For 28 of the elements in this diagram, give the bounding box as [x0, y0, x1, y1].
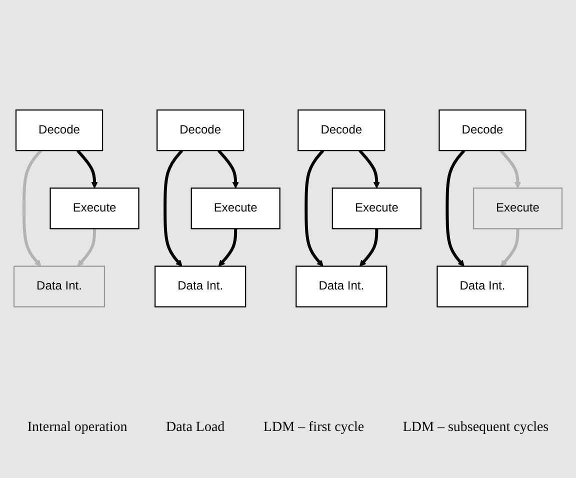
arrow — [218, 149, 239, 188]
arrow — [359, 228, 378, 266]
arrow — [218, 228, 238, 266]
panel-caption: LDM – subsequent cycles — [402, 420, 549, 436]
arrow — [500, 149, 522, 188]
arrow — [22, 149, 42, 266]
arrow — [164, 149, 184, 266]
node-box: Execute — [190, 187, 280, 229]
arrow — [500, 228, 520, 266]
arrow — [77, 228, 96, 266]
arrow — [446, 149, 466, 266]
node-box: Execute — [50, 187, 140, 229]
node-box: Decode — [298, 109, 386, 151]
panel-caption: Internal operation — [27, 420, 128, 436]
panel-caption: LDM – first cycle — [263, 420, 364, 436]
arrow — [304, 149, 324, 266]
panel-caption: Data Load — [166, 420, 225, 436]
node-box: Decode — [15, 109, 104, 151]
arrow — [358, 149, 380, 188]
node-box: Data Int. — [296, 265, 388, 307]
node-box: Data Int. — [436, 265, 528, 307]
node-box: Decode — [156, 109, 244, 151]
node-box: Decode — [438, 109, 526, 151]
node-box: Execute — [332, 187, 422, 229]
arrow — [76, 149, 98, 188]
node-box: Execute — [472, 187, 563, 229]
node-box: Data Int. — [13, 265, 106, 307]
node-box: Data Int. — [154, 265, 246, 307]
